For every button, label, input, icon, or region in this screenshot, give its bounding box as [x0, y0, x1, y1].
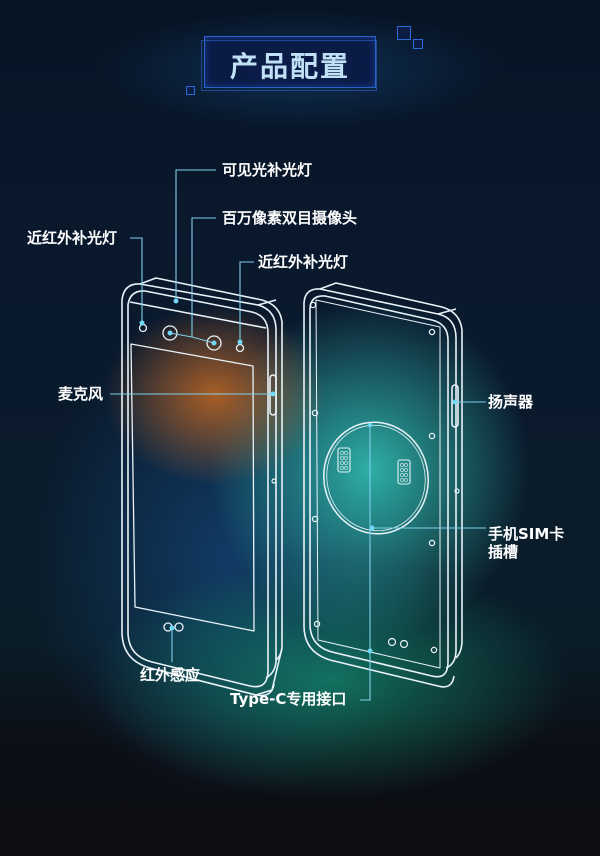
label-sim-slot: 手机SIM卡 插槽 [488, 525, 564, 561]
decor-square [186, 86, 195, 95]
decor-square [397, 26, 411, 40]
label-infrared-sensor: 红外感应 [140, 666, 201, 684]
label-visible-fill-light: 可见光补光灯 [222, 161, 313, 179]
callout-dots [139, 298, 458, 654]
label-sim-slot-line2: 插槽 [488, 543, 519, 561]
label-speaker: 扬声器 [488, 393, 534, 411]
label-typec-port: Type-C专用接口 [230, 690, 347, 708]
front-device [121, 277, 283, 697]
callout-lines [110, 169, 486, 701]
label-sim-slot-line1: 手机SIM卡 [488, 525, 565, 543]
label-microphone: 麦克风 [58, 385, 104, 403]
title-banner: 产品配置 [201, 36, 377, 91]
label-nir-fill-light-left: 近红外补光灯 [27, 229, 118, 247]
decor-square [413, 39, 423, 49]
label-nir-fill-light-right: 近红外补光灯 [258, 253, 349, 271]
page-title: 产品配置 [229, 50, 350, 83]
label-dual-camera: 百万像素双目摄像头 [222, 209, 358, 227]
back-device [303, 282, 463, 688]
